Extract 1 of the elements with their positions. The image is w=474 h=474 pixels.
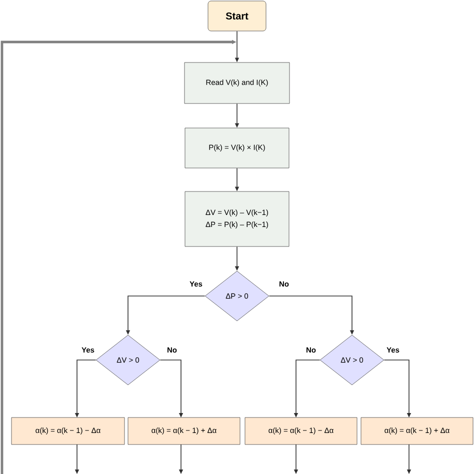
start-box: Start — [208, 0, 266, 32]
